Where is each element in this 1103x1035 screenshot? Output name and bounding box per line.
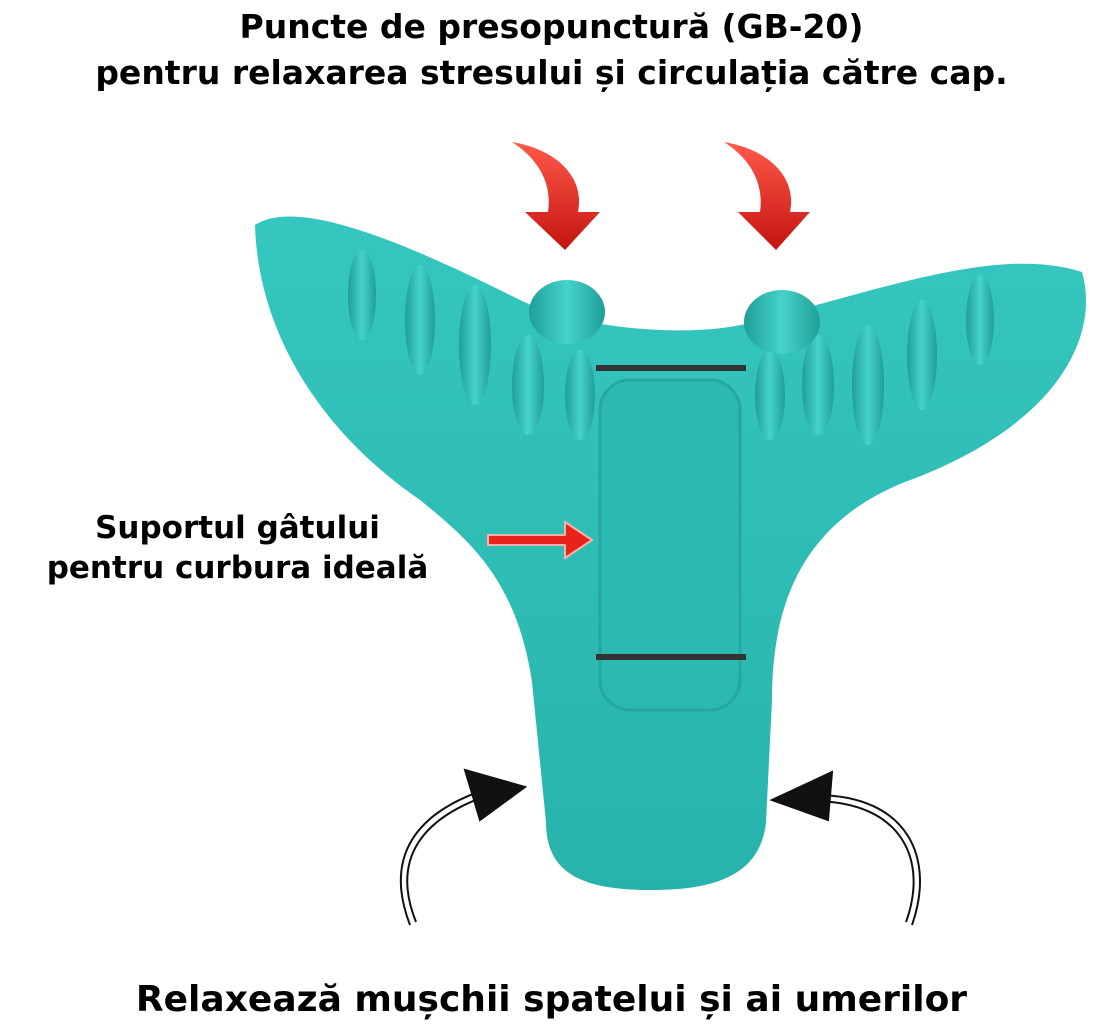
acupressure-bump-left — [529, 280, 605, 344]
red-right-arrow-icon — [487, 520, 594, 560]
footer-caption: Relaxează mușchii spatelui și ai umerilo… — [135, 979, 968, 1020]
side-label-line2: pentru curbura ideală — [46, 550, 429, 586]
neck-massager-device — [255, 216, 1086, 890]
header-title-line2: pentru relaxarea stresului și circulația… — [95, 53, 1008, 92]
acupressure-bump-right — [744, 290, 820, 354]
sketch-arrow-right-icon — [769, 770, 921, 926]
red-curved-arrow-left-icon — [512, 142, 600, 250]
side-label-line1: Suportul gâtului — [95, 510, 380, 546]
side-label: Suportul gâtului pentru curbura ideală — [0, 508, 475, 588]
red-curved-arrow-right-icon — [724, 142, 810, 250]
massage-ridges — [348, 250, 994, 445]
sketch-arrow-left-icon — [399, 768, 528, 926]
header-title-line1: Puncte de presopunctură (GB-20) — [239, 7, 864, 46]
